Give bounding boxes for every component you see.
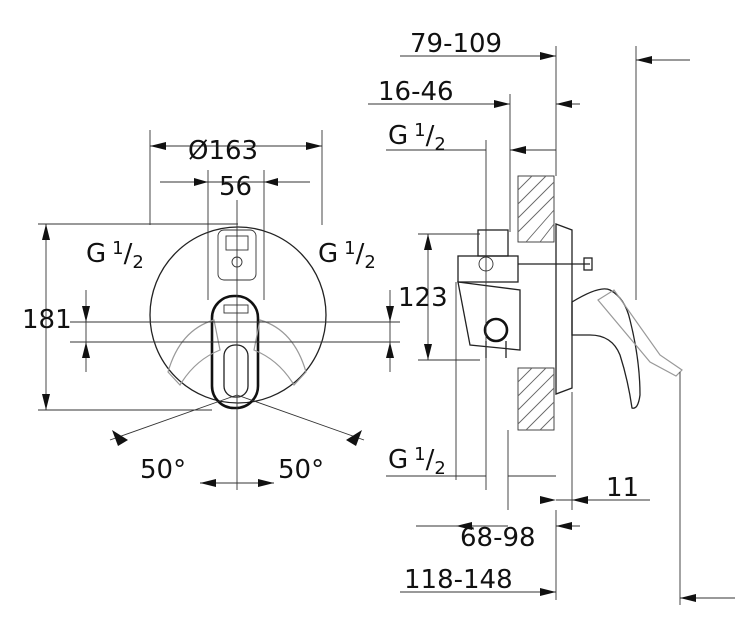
arrow-far-right-top [636, 56, 652, 64]
arrow-far-right-bottom [680, 594, 696, 602]
arrow-16-46-right [556, 100, 572, 108]
arrow-left-g-top [82, 306, 90, 322]
label-56: 56 [219, 172, 252, 202]
handle-ghost-left [167, 319, 221, 386]
arrow-68-98-left [456, 522, 472, 530]
arrow-right-g-top [386, 306, 394, 322]
arrow-11-left [540, 496, 556, 504]
arrow-angle-right [346, 430, 362, 446]
body-top-block [477, 229, 509, 257]
lever-inner-slot [223, 344, 249, 398]
lever-logo-plate [223, 304, 249, 314]
arrow-11-right [572, 496, 588, 504]
arrow-123-top [424, 234, 432, 250]
arrow-base-right [258, 479, 274, 487]
label-11: 11 [606, 473, 639, 503]
arrow-181-bottom [42, 394, 50, 410]
label-diameter: Ø163 [188, 136, 258, 166]
escutcheon-plate [555, 223, 573, 395]
arrow-79-109 [540, 52, 556, 60]
wall-upper-hatch [517, 175, 555, 243]
arrow-56-right [264, 178, 278, 186]
body-main [457, 281, 521, 351]
label-123: 123 [398, 283, 448, 313]
body-upper [457, 255, 519, 283]
arrow-56-left [194, 178, 208, 186]
arrow-123-bottom [424, 344, 432, 360]
label-181: 181 [22, 305, 72, 335]
arrow-16-46 [494, 100, 510, 108]
wall-lower-hatch [517, 367, 555, 431]
wall-upper [517, 175, 555, 243]
arrow-diam-left [150, 142, 166, 150]
label-118-148: 118-148 [404, 565, 513, 595]
arrow-angle-left [112, 430, 128, 446]
lever-side-ghost [597, 289, 683, 377]
arrow-left-g-bottom [82, 342, 90, 358]
arrow-right-g-bottom [386, 342, 394, 358]
angle-line-right [236, 394, 365, 441]
label-79-109: 79-109 [410, 29, 502, 59]
arrow-g-top-right [510, 146, 526, 154]
diverter-cap [583, 257, 593, 271]
arrow-118-148 [540, 588, 556, 596]
arrow-diam-right [306, 142, 322, 150]
body-outlet [483, 317, 509, 343]
label-16-46: 16-46 [378, 77, 454, 107]
rosette-circle [149, 226, 327, 404]
label-68-98: 68-98 [460, 523, 536, 553]
wall-lower [517, 367, 555, 431]
angle-line-left [109, 394, 238, 441]
arrow-181-top [42, 224, 50, 240]
arrow-68-98-right [556, 522, 572, 530]
handle-ghost-right [253, 319, 307, 386]
arrow-base-left [200, 479, 216, 487]
label-angle-left: 50° [140, 455, 186, 485]
label-angle-right: 50° [278, 455, 324, 485]
lever-side-profile [571, 288, 641, 409]
